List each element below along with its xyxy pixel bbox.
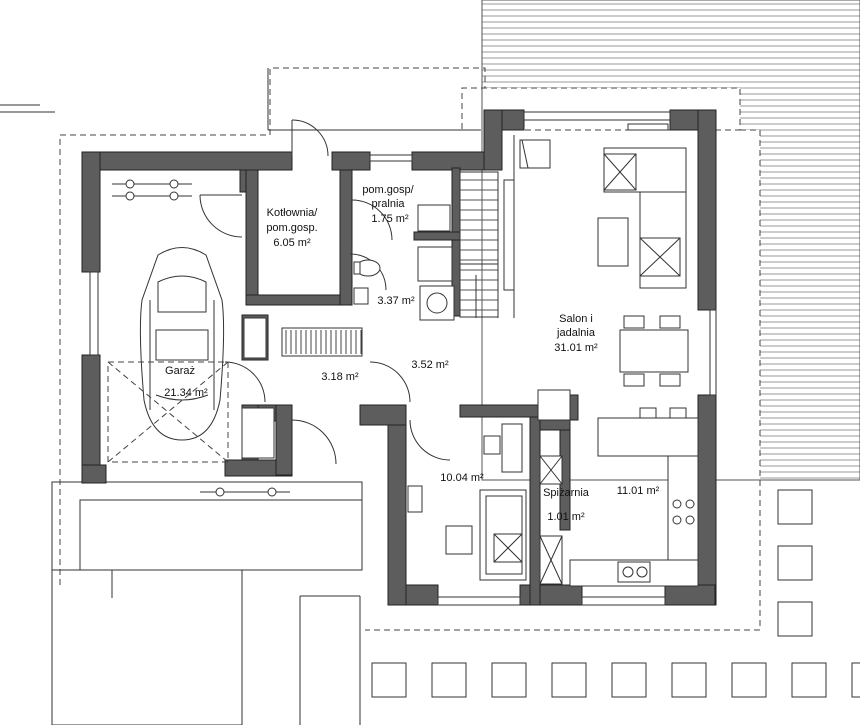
- label-spizarnia-name: Spiżarnia: [543, 487, 590, 499]
- label-salon-name2: jadalnia: [556, 327, 596, 339]
- label-kotlownia-name: Kotłownia/: [267, 207, 319, 219]
- staircase: [459, 171, 499, 318]
- paving-stone: [671, 662, 707, 698]
- paving-stone: [731, 662, 767, 698]
- label-pralnia-name2: pralnia: [371, 198, 405, 210]
- kitchen-fixtures: [537, 389, 699, 587]
- label-salon-name: Salon i: [559, 313, 593, 325]
- radiators: [241, 317, 363, 459]
- label-salon-area: 31.01 m²: [554, 342, 598, 354]
- paving-stone: [611, 662, 647, 698]
- label-kotlownia-area: 6.05 m²: [273, 237, 311, 249]
- windows: [89, 111, 717, 606]
- label-hall-area: 3.52 m²: [411, 359, 449, 371]
- label-pralnia-name: pom.gosp/: [362, 184, 414, 196]
- parking-markers: [107, 361, 229, 463]
- room-labels: Kotłownia/ pom.gosp. 6.05 m² pom.gosp/ p…: [164, 184, 659, 523]
- paving-stone: [777, 489, 813, 525]
- paving-stone: [851, 662, 860, 698]
- label-pralnia-area: 1.75 m²: [371, 213, 409, 225]
- label-lazienka-area: 3.37 m²: [377, 295, 415, 307]
- label-korytarz-area: 3.18 m²: [321, 371, 359, 383]
- label-pokoj-area: 10.04 m²: [440, 472, 484, 484]
- paving-stone: [551, 662, 587, 698]
- paving-stone: [777, 601, 813, 637]
- bathroom-fixtures: [353, 204, 455, 321]
- label-spizarnia-area: 1.01 m²: [547, 511, 585, 523]
- paving-stone: [777, 545, 813, 581]
- living-room-furniture: [503, 135, 689, 387]
- paving-stone: [791, 662, 827, 698]
- bicycles: [112, 179, 290, 497]
- doors: [199, 119, 451, 465]
- room-furniture: [407, 423, 527, 581]
- label-garaz-area: 21.34 m²: [164, 387, 208, 399]
- paving-stone: [491, 662, 527, 698]
- paving-stone: [431, 662, 467, 698]
- roof-outline: [59, 67, 761, 631]
- label-kotlownia-name2: pom.gosp.: [266, 222, 317, 234]
- entrance-terrace: [51, 481, 363, 725]
- paving-stone: [371, 662, 407, 698]
- label-garaz-name: Garaż: [165, 365, 195, 377]
- label-kuchnia-area: 11.01 m²: [617, 485, 660, 497]
- car: [139, 247, 225, 441]
- paving-stones: [371, 489, 860, 698]
